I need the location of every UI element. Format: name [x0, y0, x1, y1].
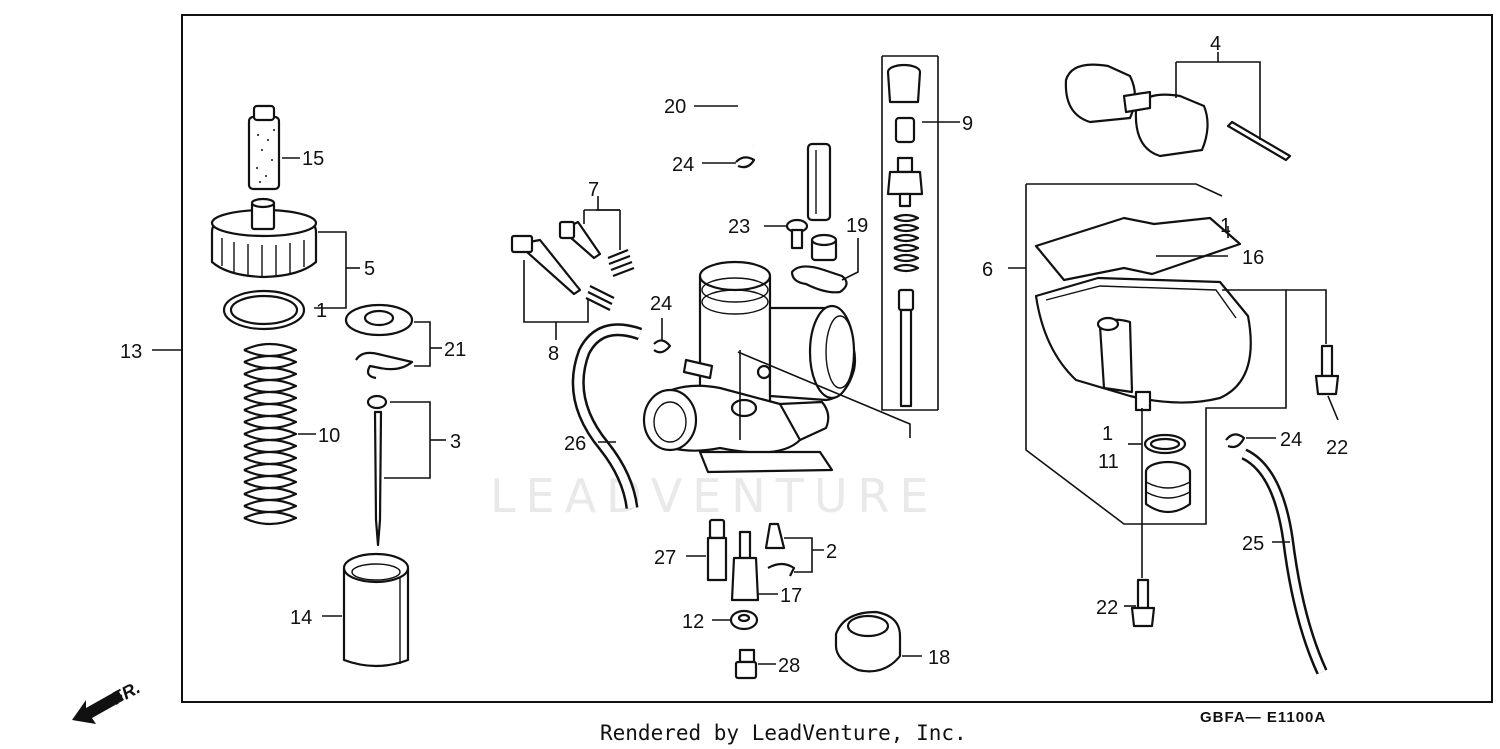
part-28-drain-screw [734, 648, 758, 680]
diagram-frame [181, 14, 1493, 703]
part-11-o-ring [1143, 433, 1187, 455]
part-14-throttle-valve [342, 552, 410, 668]
callout-27: 27 [654, 547, 676, 569]
part-19-plate [790, 265, 848, 294]
part-20-vent-tube [733, 27, 827, 147]
callout-14: 14 [290, 607, 312, 629]
callout-15: 15 [302, 148, 324, 170]
part-17-needle-jet [730, 530, 760, 602]
part-collar [810, 233, 838, 262]
callout-6: 6 [982, 259, 993, 281]
part-2-float-valve [764, 522, 796, 577]
part-27-jet [706, 518, 728, 582]
callout-labels: 15 5 1 13 21 10 3 14 20 24 7 23 19 24 8 … [120, 33, 1348, 677]
part-12-nut [729, 609, 759, 631]
callout-4: 4 [1210, 33, 1221, 55]
part-9-slide-assembly [886, 63, 924, 408]
callout-2: 2 [826, 541, 837, 563]
part-23-screw [785, 218, 809, 250]
callout-10: 10 [318, 425, 340, 447]
diagram-code: GBFA— E1100A [1200, 709, 1326, 726]
watermark: LEADVENTURE [490, 469, 939, 523]
callout-8: 8 [548, 343, 559, 365]
part-22-screw-right [1314, 344, 1340, 396]
part-15-filter [247, 104, 281, 191]
part-22-screw-bottom [1130, 578, 1156, 628]
part-3-jet-needle [366, 394, 388, 547]
callout-24-top: 24 [672, 154, 694, 176]
part-7-pilot-screw [558, 220, 635, 278]
part-10-spring [243, 342, 298, 526]
callout-16: 16 [1242, 247, 1264, 269]
callout-22-bottom: 22 [1096, 597, 1118, 619]
callout-24-mid: 24 [650, 293, 672, 315]
callout-17: 17 [780, 585, 802, 607]
callout-7: 7 [588, 179, 599, 201]
part-21-retainer [344, 303, 414, 380]
callout-24-right: 24 [1280, 429, 1302, 451]
part-8-throttle-stop-screw [510, 234, 615, 311]
part-drain-plug [1144, 460, 1192, 514]
callout-23: 23 [728, 216, 750, 238]
callout-5: 5 [364, 258, 375, 280]
callout-18: 18 [928, 647, 950, 669]
callout-9: 9 [962, 113, 973, 135]
callout-21: 21 [444, 339, 466, 361]
callout-1-lower: 1 [1102, 423, 1113, 445]
callout-1-gasket: 1 [1220, 215, 1231, 237]
part-24-clip-mid [653, 339, 672, 354]
callout-20: 20 [664, 96, 686, 118]
part-18-cap [834, 610, 902, 673]
callout-19: 19 [846, 215, 868, 237]
callout-1-o-ring: 1 [316, 300, 327, 322]
callout-11: 11 [1098, 451, 1119, 473]
callout-22-right: 22 [1326, 437, 1348, 459]
part-24-clip-right [1225, 433, 1246, 449]
callout-25: 25 [1242, 533, 1264, 555]
callout-28: 28 [778, 655, 800, 677]
callout-13: 13 [120, 341, 142, 363]
callout-12: 12 [682, 611, 704, 633]
part-24-clip-top [735, 156, 756, 169]
part-carburetor-body [642, 260, 856, 474]
footer-credit: Rendered by LeadVenture, Inc. [600, 721, 967, 745]
arrow-down-left-icon: FR. [72, 677, 143, 724]
part-1-o-ring [222, 289, 306, 331]
callout-3: 3 [450, 431, 461, 453]
part-5-top-cap [210, 197, 318, 279]
part-16-gasket [1034, 216, 1242, 282]
part-4-float [1064, 63, 1292, 162]
part-6-float-chamber [1034, 276, 1252, 412]
callout-26: 26 [564, 433, 586, 455]
leader-lines [152, 52, 1339, 665]
part-tube-section [806, 142, 832, 222]
